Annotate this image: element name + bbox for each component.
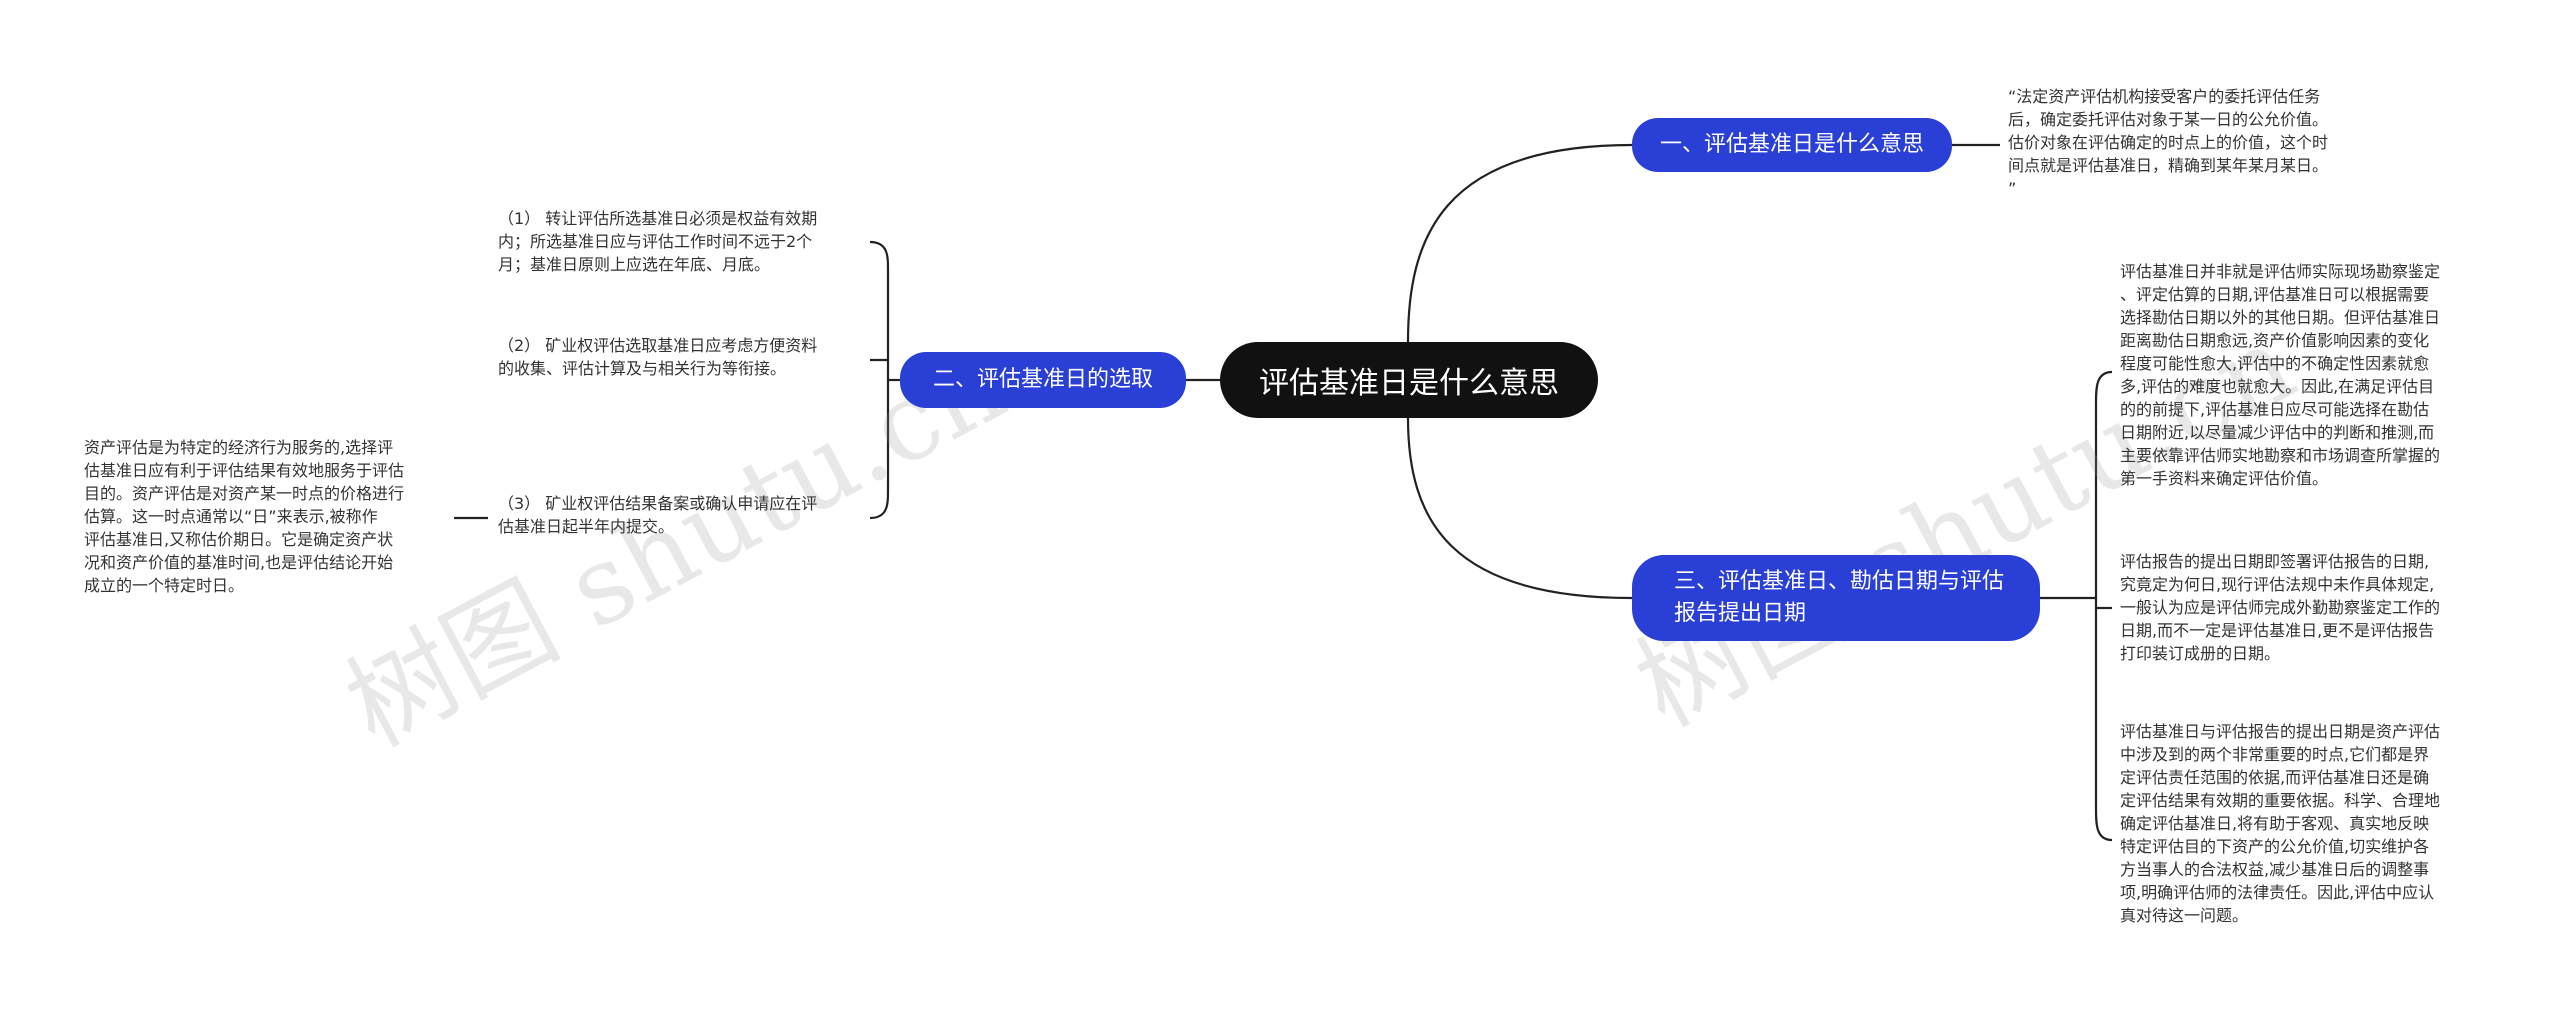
branch-node-1-label: 一、评估基准日是什么意思: [1659, 132, 1924, 157]
leaf-branch2-item2: （2） 矿业权评估选取基准日应考虑方便资料 的收集、评估计算及与相关行为等衔接。: [498, 336, 818, 378]
leaf-branch3-item2: 评估报告的提出日期即签署评估报告的日期, 究竟定为何日,现行评估法规中未作具体规…: [2120, 552, 2441, 663]
branch-node-2[interactable]: 二、评估基准日的选取: [900, 352, 1186, 408]
leaf-branch2-item1: （1） 转让评估所选基准日必须是权益有效期 内；所选基准日应与评估工作时间不远于…: [498, 209, 818, 274]
root-node-label: 评估基准日是什么意思: [1259, 366, 1559, 401]
root-node[interactable]: 评估基准日是什么意思: [1220, 342, 1598, 418]
bracket-branch2: [869, 240, 890, 520]
branch-node-1[interactable]: 一、评估基准日是什么意思: [1632, 118, 1952, 172]
link-root-branch3: [1406, 417, 1633, 600]
branch-node-2-label: 二、评估基准日的选取: [932, 367, 1153, 392]
branch-node-3-label: 三、评估基准日、勘估日期与评估 报告提出日期: [1674, 569, 2005, 626]
leaf-branch2-item3: （3） 矿业权评估结果备案或确认申请应在评 估基准日起半年内提交。: [498, 494, 818, 536]
branch-node-3[interactable]: 三、评估基准日、勘估日期与评估 报告提出日期: [1632, 555, 2040, 641]
leaf-branch2-note: 资产评估是为特定的经济行为服务的,选择评 估基准日应有利于评估结果有效地服务于评…: [84, 438, 405, 595]
link-root-branch1: [1406, 143, 1633, 343]
leaf-branch3-item3: 评估基准日与评估报告的提出日期是资产评估 中涉及到的两个非常重要的时点,它们都是…: [2120, 722, 2441, 925]
leaf-branch1-definition: “法定资产评估机构接受客户的委托评估任务 后，确定委托评估对象于某一日的公允价值…: [2008, 87, 2329, 198]
leaf-branch3-item1: 评估基准日并非就是评估师实际现场勘察鉴定 、评定估算的日期,评估基准日可以根据需…: [2120, 262, 2441, 488]
bracket-branch3: [2094, 370, 2113, 842]
